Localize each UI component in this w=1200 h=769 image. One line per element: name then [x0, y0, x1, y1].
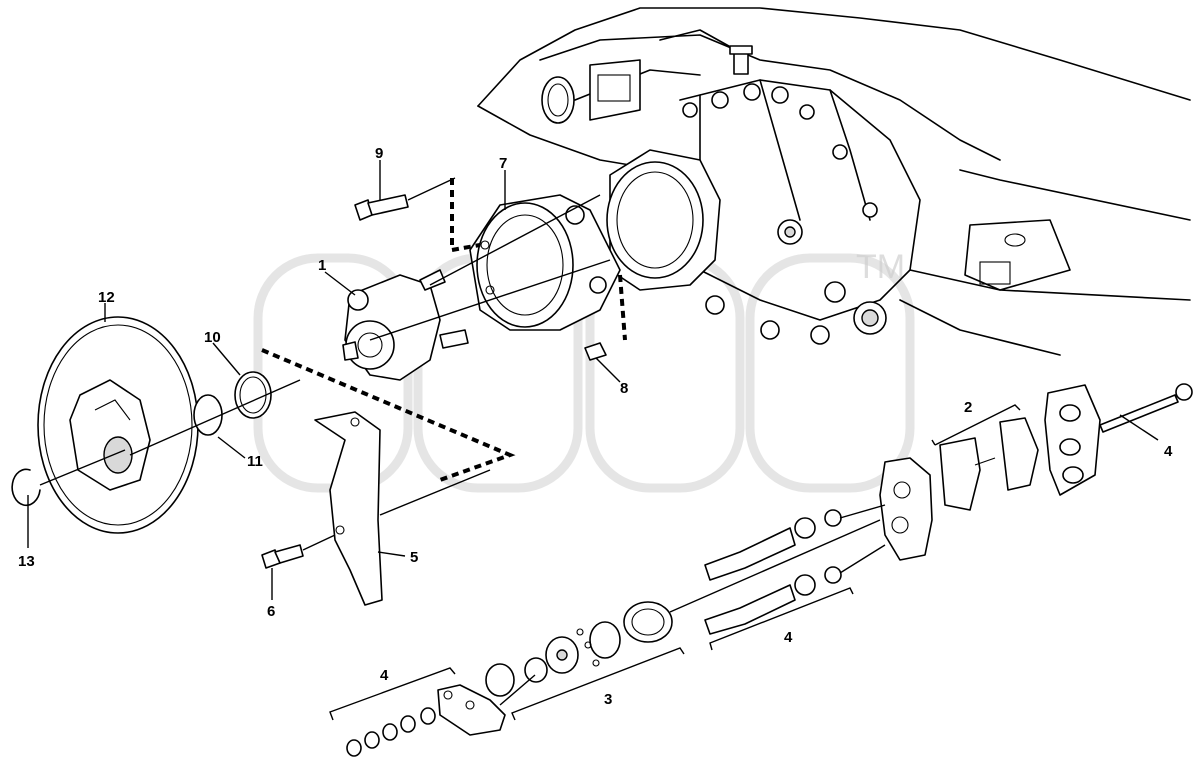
caliper-half-part-4	[1044, 383, 1193, 496]
callout-9: 9	[375, 145, 383, 162]
callout-1: 1	[318, 257, 326, 274]
axle-housing	[477, 7, 1191, 356]
brake-disc-part-12	[37, 316, 199, 534]
callout-11: 11	[247, 453, 263, 470]
callout-4-lever: 4	[380, 667, 389, 684]
callout-3: 3	[604, 691, 612, 708]
caliper-body	[879, 457, 933, 561]
callout-10: 10	[204, 329, 221, 346]
caliper-bracket-part-1	[342, 269, 469, 381]
callout-7: 7	[499, 155, 507, 172]
callout-4-pins: 4	[784, 629, 793, 646]
callout-8: 8	[620, 380, 628, 397]
assembly-dash-lines	[261, 178, 627, 482]
callout-12: 12	[98, 289, 115, 306]
group-brackets	[329, 404, 1021, 721]
screw-part-6	[261, 534, 336, 569]
lever-part-4	[346, 674, 536, 757]
piston-set-part-3	[485, 519, 881, 697]
callout-4-caliper: 4	[1164, 443, 1173, 460]
callout-leaders	[27, 160, 1159, 600]
seal-ring-part-11	[193, 394, 223, 436]
callout-6: 6	[267, 603, 275, 620]
bracket-plate-part-5	[314, 411, 383, 606]
callout-2: 2	[964, 399, 972, 416]
bolt-part-9	[354, 177, 456, 221]
brake-pads-part-2	[939, 417, 1039, 511]
pin-part-8	[584, 342, 607, 361]
axle-hub	[606, 149, 721, 291]
callout-labels: 1 2 3 4 4 4 5 6 7 8 9 10 11 12 13	[18, 145, 1173, 708]
watermark-tm: TM	[856, 248, 905, 286]
callout-5: 5	[410, 549, 418, 566]
callout-13: 13	[18, 553, 35, 570]
center-lines	[129, 194, 611, 516]
circlip-part-13	[11, 449, 126, 507]
guide-pins-part-4	[704, 504, 886, 635]
flange-part-7	[469, 194, 621, 331]
